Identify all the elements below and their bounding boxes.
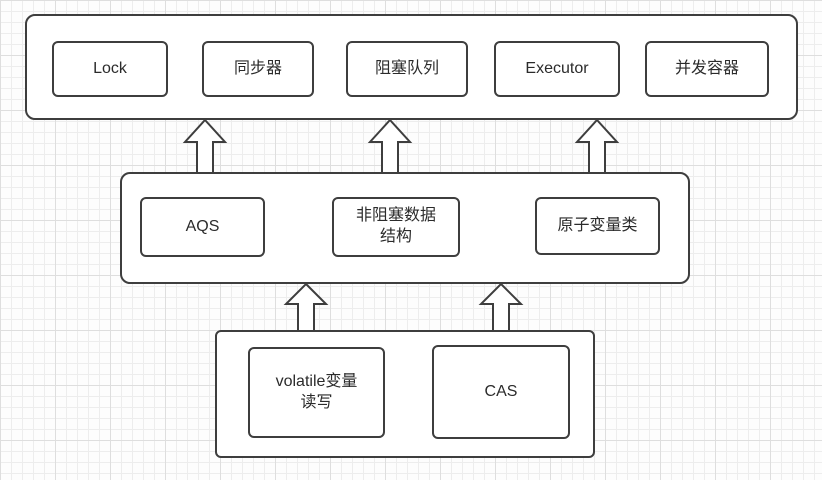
node-lock: Lock (52, 41, 168, 97)
node-cas: CAS (432, 345, 570, 439)
node-atomic-variable-class: 原子变量类 (535, 197, 660, 255)
node-aqs: AQS (140, 197, 265, 257)
up-arrow-icon (478, 282, 524, 332)
node-blocking-queue: 阻塞队列 (346, 41, 468, 97)
up-arrow-icon (367, 118, 413, 174)
node-nonblocking-data-structure: 非阻塞数据 结构 (332, 197, 460, 257)
up-arrow-icon (182, 118, 228, 174)
node-synchronizer: 同步器 (202, 41, 314, 97)
node-volatile-read-write: volatile变量 读写 (248, 347, 385, 438)
node-executor: Executor (494, 41, 620, 97)
up-arrow-icon (283, 282, 329, 332)
node-concurrent-container: 并发容器 (645, 41, 769, 97)
up-arrow-icon (574, 118, 620, 174)
